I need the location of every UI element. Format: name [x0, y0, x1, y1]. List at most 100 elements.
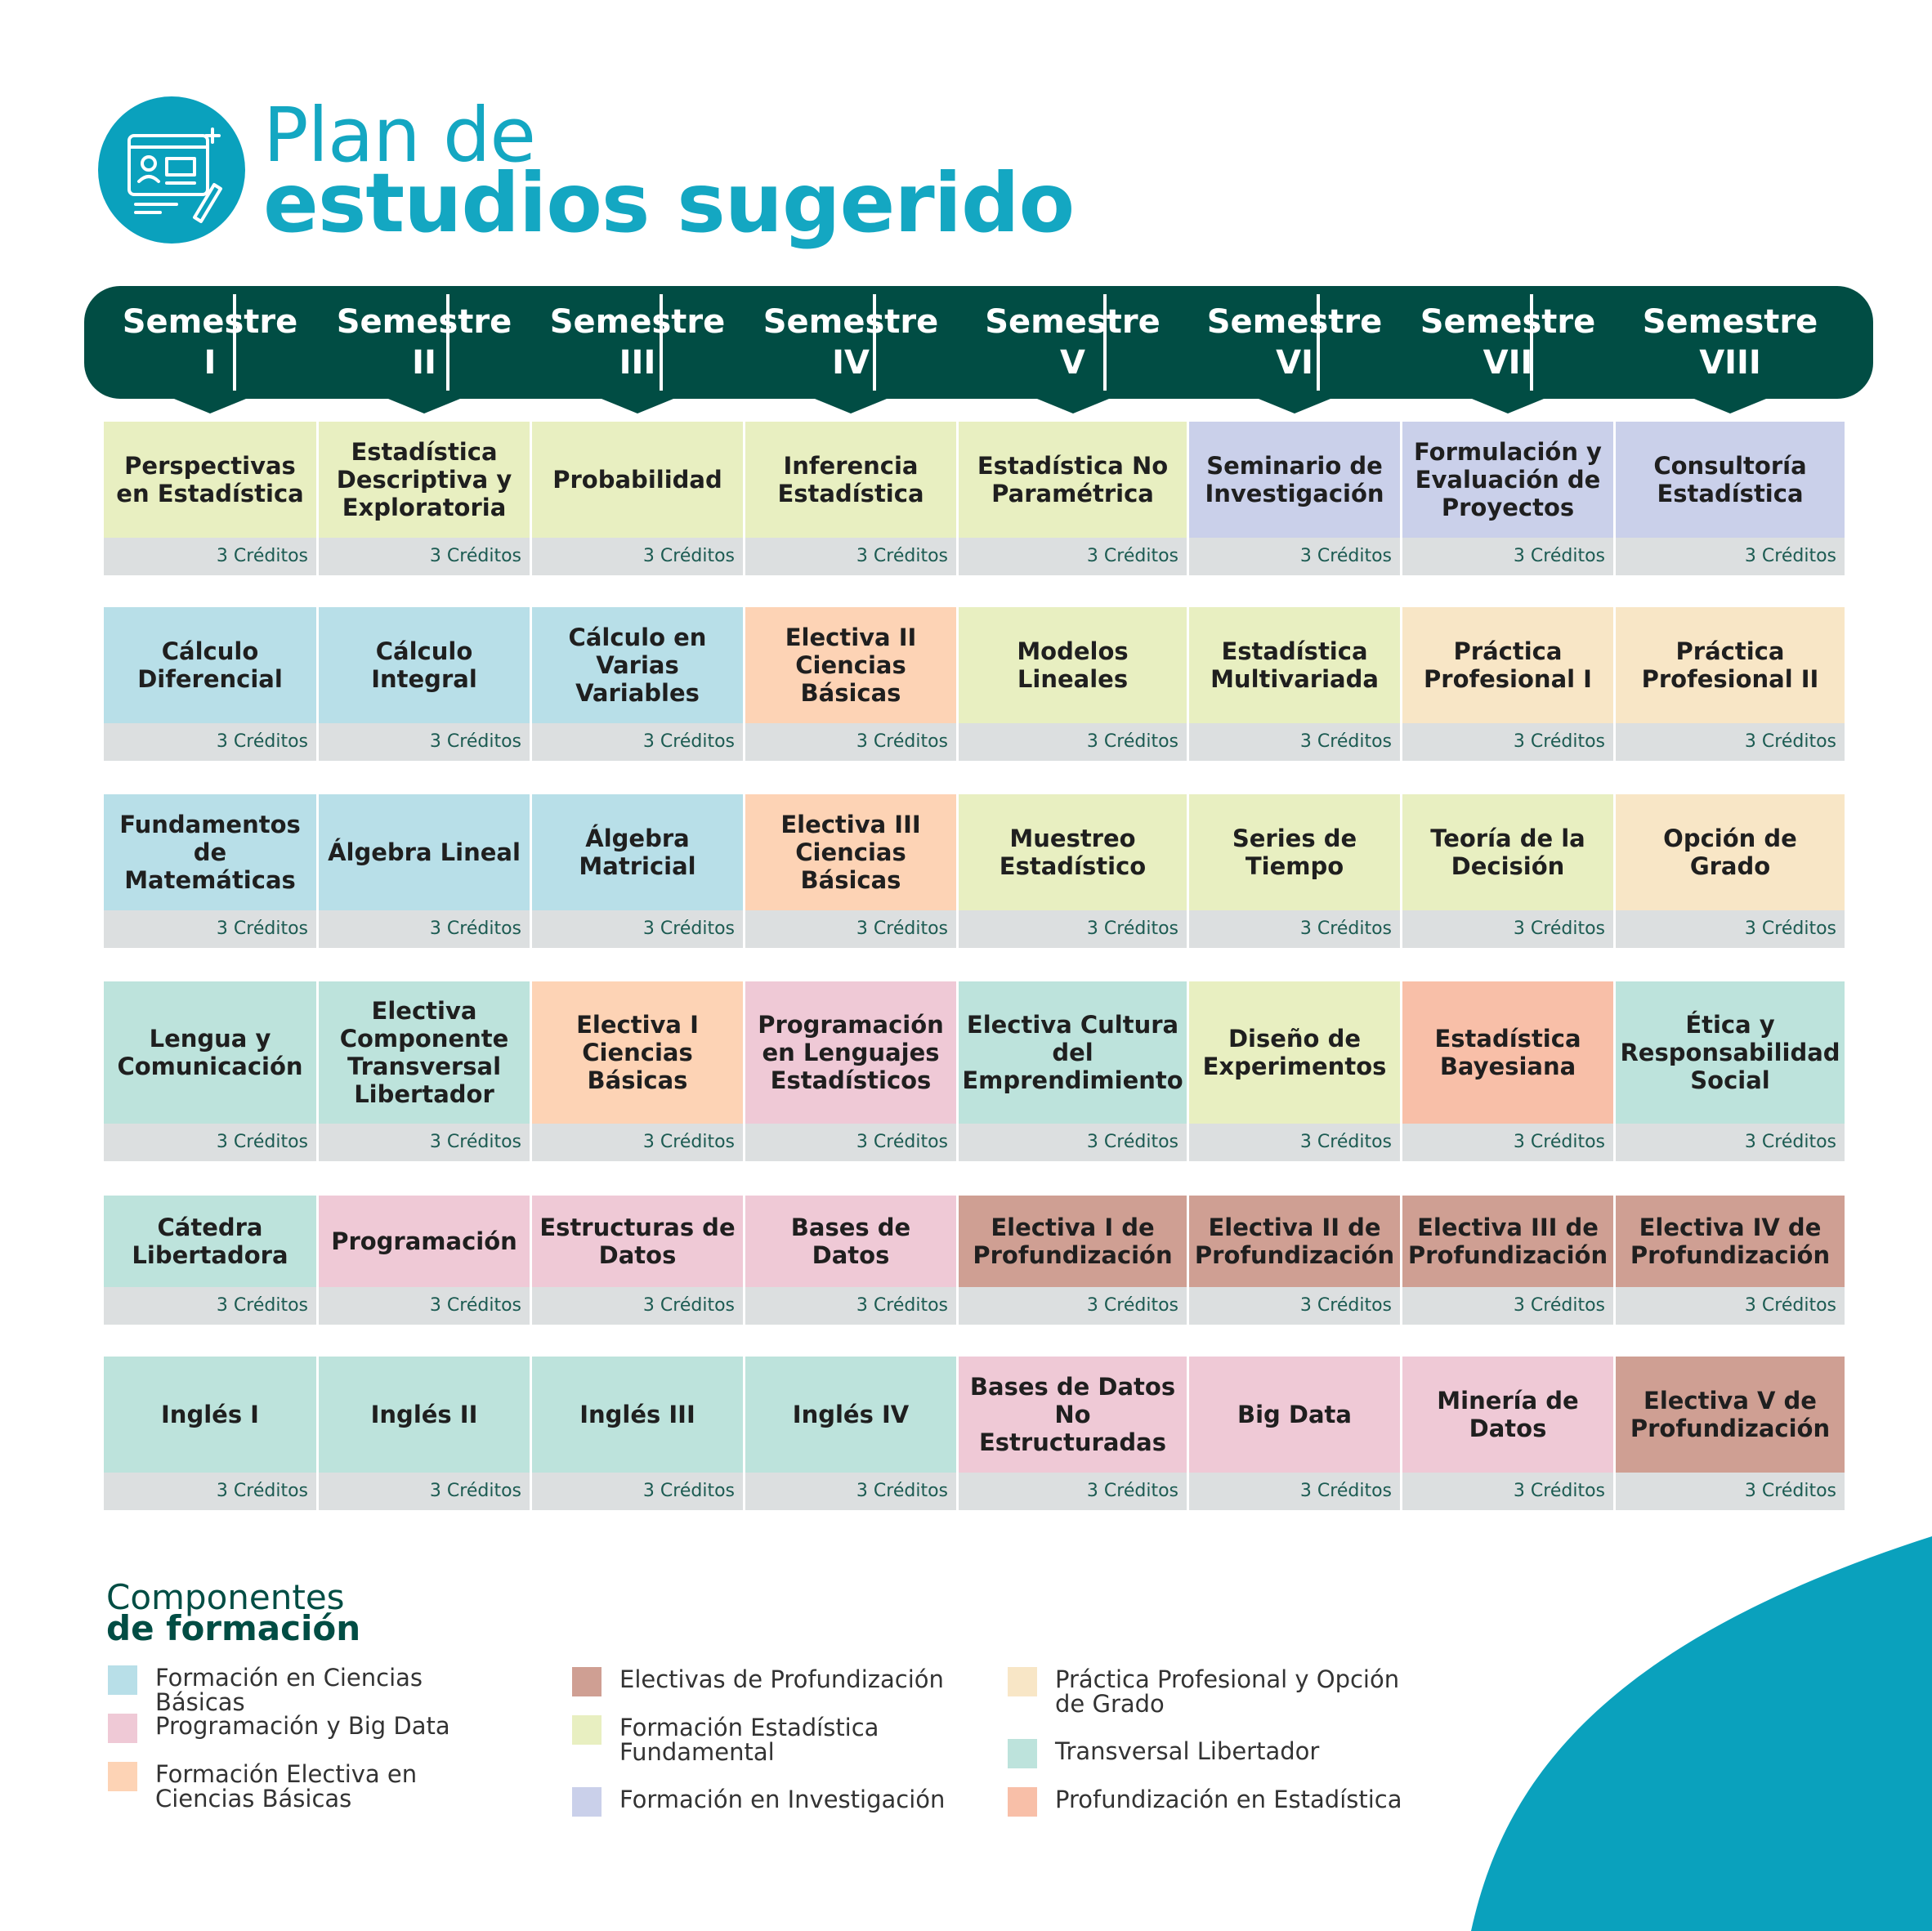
course-credits: 3 Créditos	[532, 1124, 743, 1161]
course-credits: 3 Créditos	[319, 1473, 530, 1510]
course-credits: 3 Créditos	[532, 1287, 743, 1325]
legend-label: Formación en Investigación	[619, 1786, 946, 1813]
course-credits: 3 Créditos	[319, 538, 530, 575]
semester-number: III	[619, 344, 656, 382]
legend-label: Formación en Ciencias Básicas	[155, 1664, 423, 1716]
course-credits: 3 Créditos	[319, 723, 530, 761]
legend-item: Práctica Profesional y Opción de Grado	[1008, 1667, 1415, 1716]
course-credits: 3 Créditos	[959, 1287, 1187, 1325]
semester-label: Semestre	[549, 303, 726, 341]
course-name: Estructuras de Datos	[539, 1214, 736, 1269]
course-credits: 3 Créditos	[104, 1287, 316, 1325]
course-credits: 3 Créditos	[1189, 1287, 1400, 1325]
course-credits: 3 Créditos	[104, 1473, 316, 1510]
course-credits: 3 Créditos	[1189, 1124, 1400, 1161]
course-name: Estadística No Paramétrica	[977, 452, 1169, 507]
header-separator	[660, 294, 663, 391]
course-credits: 3 Créditos	[1402, 910, 1613, 948]
course-name: Cátedra Libertadora	[132, 1214, 288, 1269]
course-credits: 3 Créditos	[959, 723, 1187, 761]
legend-label: Electivas de Profundización	[619, 1665, 944, 1693]
course-name: Bases de Datos	[790, 1214, 911, 1269]
course-name: Fundamentos de Matemáticas	[119, 811, 301, 894]
course-credits: 3 Créditos	[532, 538, 743, 575]
legend-swatch	[572, 1715, 602, 1745]
course-card: Probabilidad 3 Créditos	[532, 422, 743, 575]
course-credits: 3 Créditos	[104, 1124, 316, 1161]
course-credits: 3 Créditos	[1402, 723, 1613, 761]
course-credits: 3 Créditos	[1616, 910, 1845, 948]
semester-number: V	[1060, 344, 1085, 382]
course-name: Probabilidad	[552, 466, 722, 494]
course-card: Estadística Bayesiana 3 Créditos	[1402, 981, 1613, 1161]
course-credits: 3 Créditos	[104, 723, 316, 761]
course-credits: 3 Créditos	[1402, 1287, 1613, 1325]
semester-number: IV	[832, 344, 870, 382]
course-credits: 3 Créditos	[1189, 538, 1400, 575]
course-credits: 3 Créditos	[1616, 1124, 1845, 1161]
course-name: Seminario de Investigación	[1205, 452, 1384, 507]
course-credits: 3 Créditos	[959, 538, 1187, 575]
course-name: Estadística Bayesiana	[1434, 1025, 1581, 1080]
course-name: Estadística Multivariada	[1210, 637, 1379, 693]
semester-number: II	[412, 344, 436, 382]
legend-swatch	[108, 1665, 137, 1695]
course-name: Electiva III Ciencias Básicas	[780, 811, 921, 894]
course-name: Ética y Responsabilidad Social	[1620, 1011, 1840, 1094]
course-credits: 3 Créditos	[104, 538, 316, 575]
legend-item: Formación en Ciencias Básicas	[108, 1665, 515, 1714]
semester-label: Semestre	[985, 303, 1161, 341]
header-separator	[1530, 294, 1533, 391]
legend-swatch	[572, 1787, 602, 1817]
legend-swatch	[108, 1714, 137, 1743]
header-separator	[446, 294, 449, 391]
course-credits: 3 Créditos	[1616, 538, 1845, 575]
course-name: Modelos Lineales	[1017, 637, 1129, 693]
course-name: Consultoría Estadística	[1653, 452, 1807, 507]
course-name: Bases de Datos No Estructuradas	[969, 1373, 1176, 1456]
header-separator	[1103, 294, 1107, 391]
semester-number: VII	[1483, 344, 1533, 382]
course-name: Teoría de la Decisión	[1430, 825, 1585, 880]
course-credits: 3 Créditos	[104, 910, 316, 948]
course-name: Electiva I de Profundización	[973, 1214, 1173, 1269]
header-pointer	[1036, 399, 1109, 413]
semester-number: I	[203, 344, 217, 382]
course-credits: 3 Créditos	[532, 1473, 743, 1510]
legend-item: Electivas de Profundización	[572, 1667, 979, 1696]
semester-label: Semestre	[763, 303, 939, 341]
course-name: Cálculo Diferencial	[137, 637, 283, 693]
course-card: Cálculo Diferencial 3 Créditos	[104, 607, 316, 761]
course-card: Bases de Datos No Estructuradas 3 Crédito…	[959, 1357, 1187, 1510]
course-name: Muestreo Estadístico	[999, 825, 1147, 880]
course-credits: 3 Créditos	[959, 1473, 1187, 1510]
header-pointer	[388, 399, 460, 413]
legend-swatch	[572, 1667, 602, 1696]
course-credits: 3 Créditos	[1402, 1124, 1613, 1161]
legend-label: Formación Estadística Fundamental	[619, 1714, 879, 1766]
course-name: Inglés III	[579, 1401, 695, 1428]
course-name: Inferencia Estadística	[777, 452, 924, 507]
legend-swatch	[1008, 1739, 1037, 1768]
legend-label: Formación Electiva en Ciencias Básicas	[155, 1760, 418, 1813]
course-credits: 3 Créditos	[1189, 723, 1400, 761]
header-separator	[873, 294, 876, 391]
legend-label: Programación y Big Data	[155, 1712, 450, 1740]
